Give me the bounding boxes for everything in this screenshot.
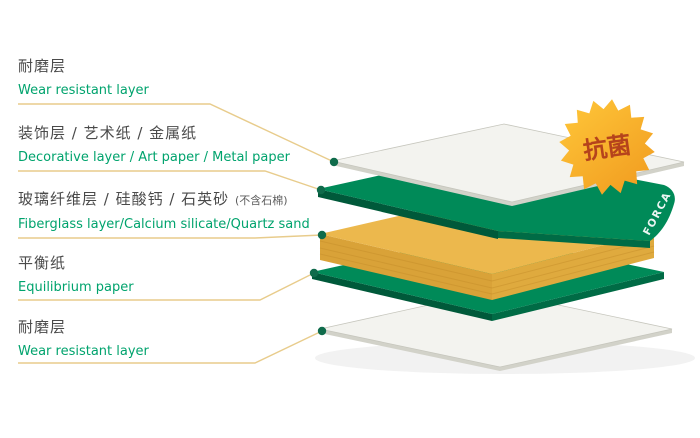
- label-fiberglass-note: (不含石棉): [234, 194, 288, 207]
- core-lamination-line: [491, 251, 655, 295]
- anchor-dots: [309, 157, 339, 336]
- leader-line-wear-bottom: [18, 330, 323, 364]
- label-equilibrium-en: Equilibrium paper: [18, 280, 134, 295]
- label-wear-top-en: Wear resistant layer: [18, 83, 149, 98]
- leader-line-equilibrium: [18, 272, 315, 301]
- layer-wear-bottom: [319, 290, 673, 371]
- label-equilibrium: 平衡纸 Equilibrium paper: [18, 254, 330, 296]
- anchor-dot-wear-bottom: [317, 326, 327, 336]
- leader-lines: [18, 103, 335, 364]
- leader-line-wear-top: [18, 103, 335, 163]
- layer-equilibrium-left-edge: [312, 272, 492, 321]
- label-wear-top-zh: 耐磨层: [18, 57, 67, 75]
- layer-equilibrium-right-edge: [492, 272, 664, 321]
- anchor-dot-fiberglass: [317, 230, 327, 240]
- label-decorative-zh: 装饰层 / 艺术纸 / 金属纸: [18, 124, 198, 142]
- leader-line-fiberglass: [18, 234, 323, 239]
- label-decorative-en: Decorative layer / Art paper / Metal pap…: [18, 150, 290, 165]
- label-fiberglass-zh-text: 玻璃纤维层 / 硅酸钙 / 石英砂: [18, 190, 230, 208]
- layer-wear-bottom-left-edge: [320, 329, 500, 371]
- anchor-dot-equilibrium: [309, 268, 319, 278]
- core-lamination-line: [319, 253, 493, 295]
- label-wear-bottom: 耐磨层 Wear resistant layer: [18, 318, 330, 360]
- label-wear-bottom-en: Wear resistant layer: [18, 344, 149, 359]
- label-fiberglass-zh: 玻璃纤维层 / 硅酸钙 / 石英砂 (不含石棉): [18, 190, 330, 210]
- layer-wear-bottom-right-edge: [500, 329, 672, 371]
- label-decorative: 装饰层 / 艺术纸 / 金属纸 Decorative layer / Art p…: [18, 124, 330, 166]
- label-equilibrium-zh: 平衡纸: [18, 254, 67, 272]
- label-fiberglass-en: Fiberglass layer/Calcium silicate/Quartz…: [18, 217, 310, 232]
- label-wear-top: 耐磨层 Wear resistant layer: [18, 57, 330, 99]
- core-lamination-line: [319, 247, 493, 289]
- badge-label: 抗菌: [581, 131, 632, 165]
- badge-star: [559, 99, 655, 195]
- anchor-dot-decorative: [316, 185, 326, 195]
- layer-decorative-right-edge: [498, 231, 650, 248]
- antibacterial-badge: 抗菌: [559, 99, 655, 195]
- leader-line-decorative: [18, 170, 322, 191]
- layer-wear-top-left-edge: [332, 161, 512, 206]
- layer-decorative-left-edge: [318, 189, 498, 239]
- label-fiberglass: 玻璃纤维层 / 硅酸钙 / 石英砂 (不含石棉) Fiberglass laye…: [18, 190, 330, 233]
- core-lamination-line: [319, 240, 493, 282]
- anchor-dot-wear-top: [329, 157, 339, 167]
- label-wear-bottom-zh: 耐磨层: [18, 318, 67, 336]
- core-lamination-line: [491, 245, 655, 289]
